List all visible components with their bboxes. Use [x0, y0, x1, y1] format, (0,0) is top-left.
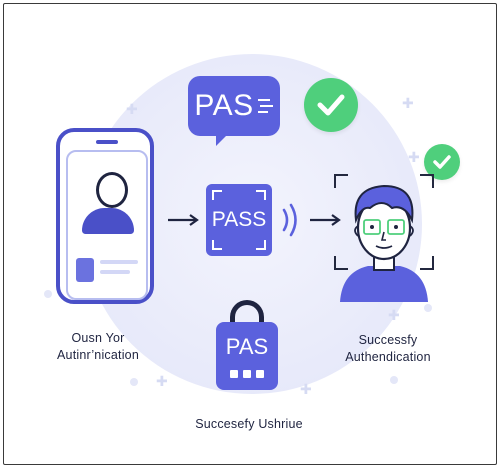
scan-corner [420, 174, 434, 188]
sparkle-icon: ✚ [388, 307, 400, 323]
checkmark-icon [304, 78, 358, 132]
scan-corner [334, 174, 348, 188]
pass-card: PASS [206, 184, 272, 256]
lock-dot [230, 370, 238, 378]
lock-dot [256, 370, 264, 378]
text-line [100, 270, 130, 274]
decorative-dot [390, 376, 398, 384]
left-caption: Ousn Yor Autinr’nication [24, 330, 172, 364]
right-caption-line1: Successfy [358, 333, 418, 347]
arrow-right-icon [168, 214, 199, 226]
decorative-dot [424, 304, 432, 312]
scan-corner [212, 190, 222, 200]
bubble-text: PAS [194, 89, 254, 122]
left-caption-line2: Autinr’nication [57, 348, 139, 362]
sparkle-icon: ✚ [126, 101, 138, 117]
scan-corner [256, 190, 266, 200]
bottom-caption: Succesefy Ushriue [195, 417, 303, 431]
lock-shackle [230, 300, 264, 332]
dash-lines-icon [257, 99, 273, 113]
avatar-body [82, 208, 134, 234]
phone-screen [66, 150, 148, 300]
sparkle-icon: ✚ [156, 373, 168, 389]
arrow-right-icon [310, 214, 341, 226]
lock-icon: PAS [216, 322, 278, 390]
scan-corner [334, 256, 348, 270]
lock-text: PAS [225, 334, 269, 359]
decorative-dot [130, 378, 138, 386]
smartphone-icon [56, 128, 154, 304]
right-caption: Successfy Authendication [322, 332, 454, 366]
lock-dot [243, 370, 251, 378]
phone-notch [96, 140, 118, 144]
scan-corner [420, 256, 434, 270]
wireless-signal-icon [282, 203, 297, 237]
sparkle-icon: ✚ [300, 381, 312, 397]
right-caption-line2: Authendication [345, 350, 431, 364]
left-caption-line1: Ousn Yor [71, 331, 125, 345]
decorative-dot [44, 290, 52, 298]
sparkle-icon: ✚ [402, 95, 414, 111]
illustration-frame: ✚ ✚ ✚ ✚ ✚ ✚ PAS [3, 3, 497, 465]
avatar-head [96, 172, 128, 208]
sparkle-icon: ✚ [408, 149, 420, 165]
user-face-icon [340, 184, 428, 302]
scan-corner [256, 240, 266, 250]
text-line [100, 260, 138, 264]
pass-card-text: PASS [211, 208, 267, 231]
bubble-tail [216, 132, 230, 146]
face-scan-icon [334, 174, 434, 302]
id-card-icon [76, 258, 94, 282]
scan-corner [212, 240, 222, 250]
password-bubble: PAS [188, 76, 280, 136]
